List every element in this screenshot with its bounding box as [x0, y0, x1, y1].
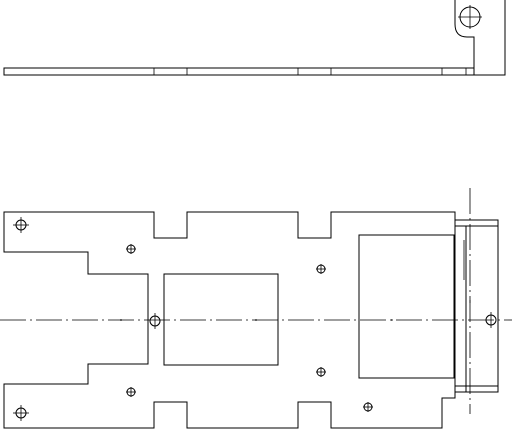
mounting-holes	[13, 217, 497, 421]
side-view-plate	[3, 67, 475, 76]
plan-view	[0, 188, 512, 429]
hinge-tab	[454, 219, 499, 393]
hole-upper-middle	[316, 264, 326, 274]
cutout-left	[163, 273, 279, 366]
hole-lower-middle	[316, 367, 326, 377]
side-view	[3, 0, 506, 76]
hole-center-left	[149, 313, 161, 329]
hole-bottom-right	[363, 402, 373, 412]
side-view-division-lines	[153, 68, 467, 75]
hole-lower-left-inner	[126, 387, 136, 397]
hinge-knuckle-outline	[454, 0, 506, 76]
pin-hole-crosshair	[458, 5, 482, 29]
hole-hinge-center	[485, 312, 497, 328]
hole-upper-left-inner	[126, 244, 136, 254]
hole-bottom-left	[13, 405, 29, 421]
cutout-right	[358, 234, 455, 379]
center-marks	[120, 300, 471, 321]
hole-top-left	[13, 217, 29, 233]
